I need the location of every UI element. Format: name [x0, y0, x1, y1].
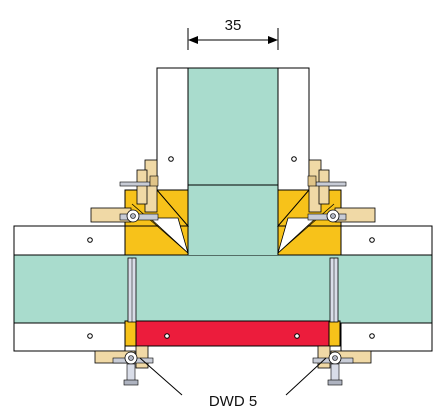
right-tie-rod: [329, 257, 339, 323]
hole: [369, 333, 375, 339]
left-top-board: [13, 225, 126, 256]
right-bottom-board: [340, 322, 433, 352]
lower-sill-beam: [135, 320, 330, 347]
right-vertical-board: [277, 67, 310, 191]
wall-junction: [180, 185, 288, 255]
dwd-callout: DWD 5: [139, 357, 327, 410]
wall-formwork-clamp-icon: [90, 159, 159, 223]
board-holes: [87, 156, 375, 339]
hole: [164, 333, 170, 339]
wall-formwork-clamp-icon: [312, 345, 372, 386]
dimension-value: 35: [225, 17, 242, 34]
hole: [294, 333, 300, 339]
hole: [87, 333, 93, 339]
hole: [291, 156, 297, 162]
right-lower-spacer: [328, 320, 341, 347]
left-lower-spacer: [124, 320, 137, 347]
wall-formwork-clamp-icon: [94, 345, 154, 386]
hole: [369, 237, 375, 243]
vertical-wall: [187, 67, 279, 191]
horizontal-wall: [13, 254, 433, 324]
right-top-board: [340, 225, 433, 256]
hole: [168, 156, 174, 162]
dimension-35: 35: [187, 17, 279, 50]
hole: [87, 237, 93, 243]
wall-formwork-clamp-icon: [307, 159, 376, 223]
left-tie-rod: [127, 257, 137, 323]
left-vertical-board: [156, 67, 189, 191]
callout-label: DWD 5: [209, 393, 257, 410]
left-bottom-board: [13, 322, 126, 352]
